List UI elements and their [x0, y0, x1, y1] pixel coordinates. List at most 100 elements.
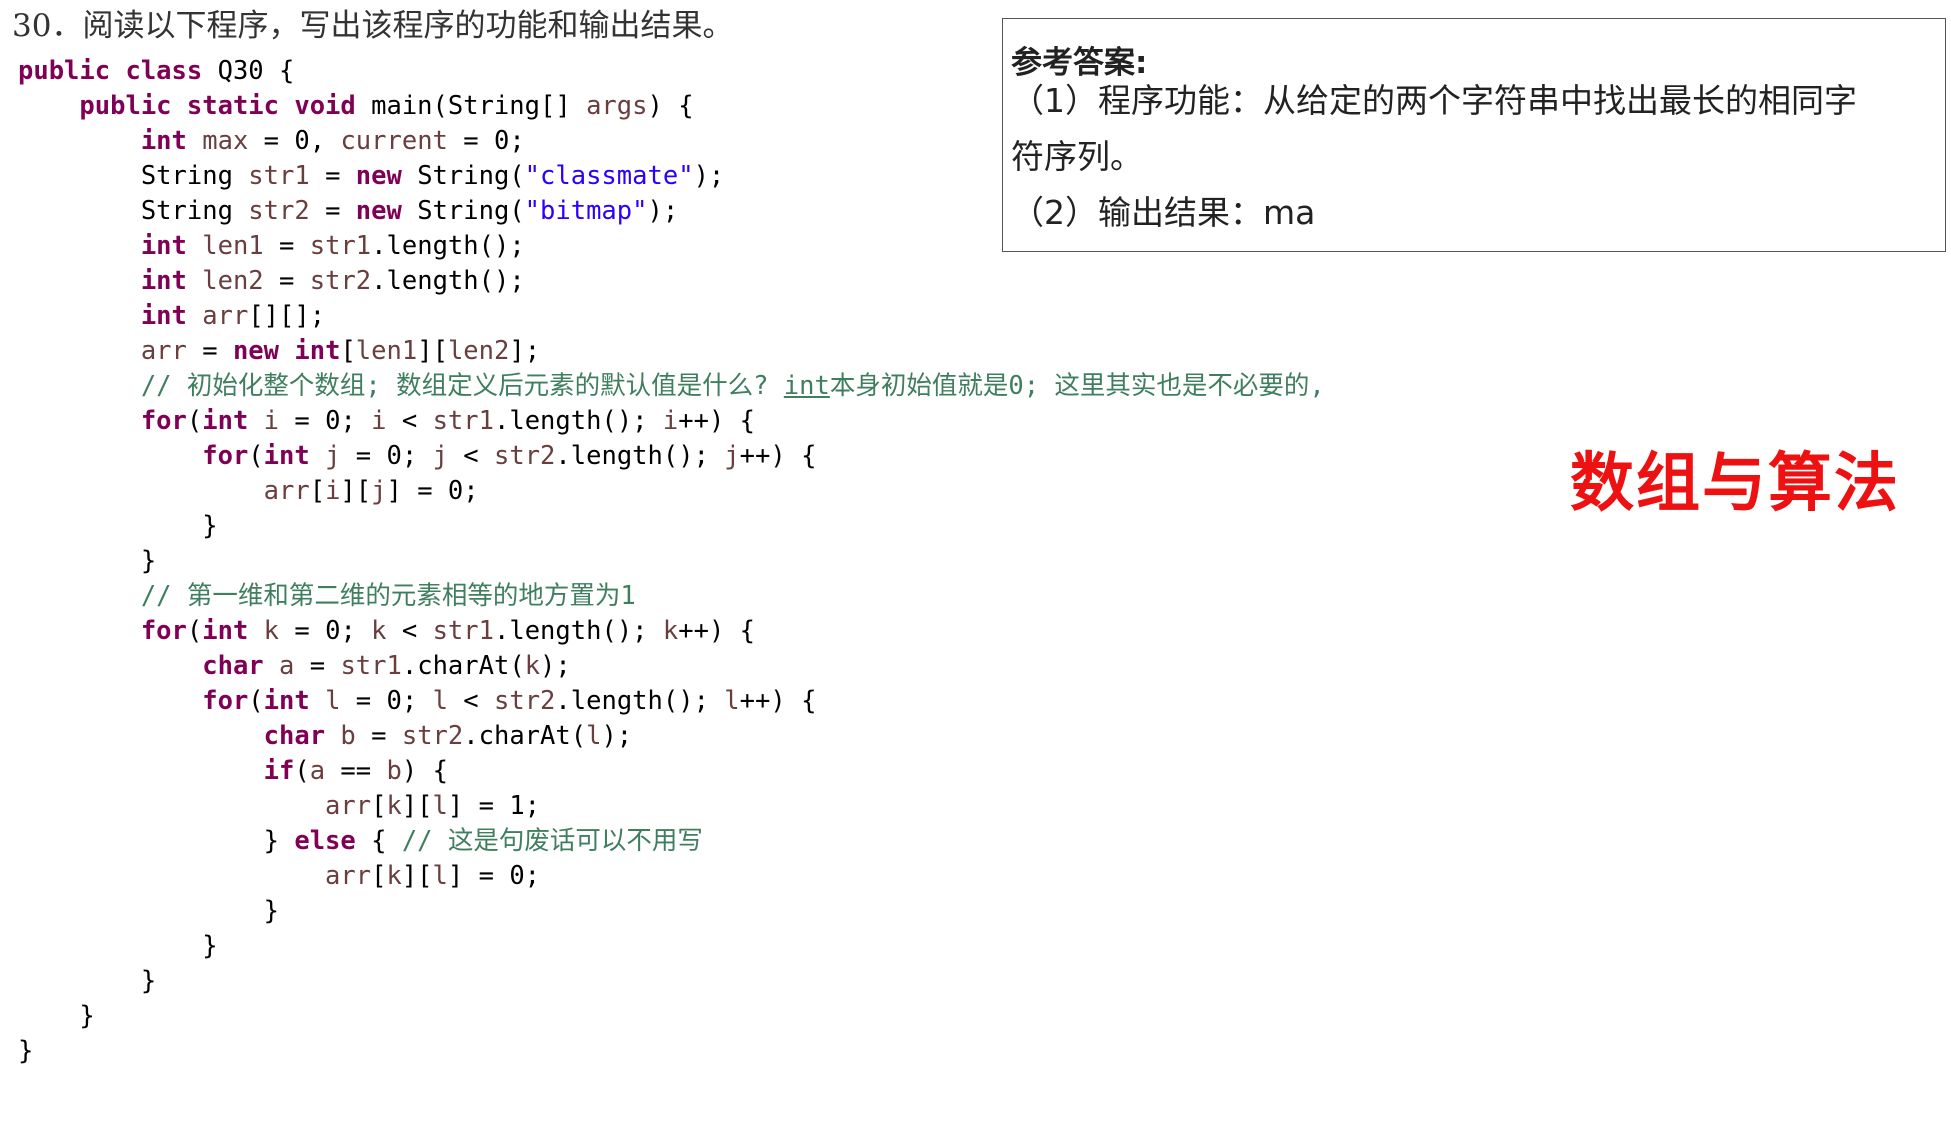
- code-text: }: [18, 1036, 34, 1066]
- code-keyword: new: [355, 161, 402, 191]
- code-text: =: [263, 231, 310, 261]
- code-line: }: [18, 509, 1325, 544]
- code-text: [18, 581, 141, 611]
- code-identifier: j: [325, 441, 341, 471]
- code-text: = 0;: [279, 616, 372, 646]
- code-keyword: for: [202, 686, 249, 716]
- code-identifier: arr: [140, 336, 187, 366]
- code-keyword: char: [263, 721, 326, 751]
- code-keyword: int: [140, 126, 187, 156]
- code-keyword: for: [140, 616, 187, 646]
- code-identifier: str1: [309, 231, 372, 261]
- code-line: char a = str1.charAt(k);: [18, 649, 1325, 684]
- question-text: 30．阅读以下程序，写出该程序的功能和输出结果。: [12, 8, 734, 44]
- code-identifier: str1: [432, 406, 494, 436]
- code-text: }: [18, 966, 157, 996]
- code-line: for(int j = 0; j < str2.length(); j++) {: [18, 439, 1325, 474]
- code-text: (: [186, 406, 203, 436]
- code-identifier: l: [586, 721, 602, 751]
- code-identifier: str1: [340, 651, 402, 681]
- code-identifier: i: [371, 406, 387, 436]
- code-identifier: k: [386, 791, 402, 821]
- code-identifier: k: [386, 861, 402, 891]
- code-text: <: [447, 686, 494, 716]
- code-line: }: [18, 999, 1325, 1034]
- code-identifier: args: [586, 91, 648, 121]
- code-text: }: [18, 511, 218, 541]
- code-text: =: [294, 651, 341, 681]
- code-identifier: str2: [401, 721, 464, 751]
- code-keyword: int: [202, 406, 249, 436]
- code-text: }: [18, 931, 218, 961]
- code-text: [18, 791, 325, 821]
- answer-function-line-2: 符序列。: [1011, 137, 1143, 176]
- code-keyword: int: [202, 616, 249, 646]
- code-line: arr[k][l] = 0;: [18, 859, 1325, 894]
- code-text: );: [540, 651, 571, 681]
- code-text: [264, 651, 279, 681]
- code-text: }: [18, 1001, 95, 1031]
- code-text: [18, 756, 264, 786]
- code-comment: 本身初始值就是0; 这里其实也是不必要的,: [829, 371, 1325, 401]
- code-text: [248, 406, 263, 436]
- code-line: if(a == b) {: [18, 754, 1325, 789]
- code-identifier: i: [662, 406, 679, 436]
- code-identifier: l: [724, 686, 740, 716]
- code-text: ++) {: [739, 441, 817, 471]
- code-text: =: [355, 721, 402, 751]
- code-line: }: [18, 929, 1325, 964]
- code-text: main(String[]: [355, 91, 587, 121]
- code-line: for(int i = 0; i < str1.length(); i++) {: [18, 404, 1325, 439]
- code-text: (: [248, 441, 264, 471]
- code-text: ) {: [647, 91, 694, 121]
- code-text: (: [294, 756, 310, 786]
- code-line: String str2 = new String("bitmap");: [18, 194, 1325, 229]
- code-text: }: [18, 546, 157, 576]
- code-text: String(: [401, 196, 525, 226]
- code-comment: // 这是句废话可以不用写: [401, 826, 703, 856]
- code-identifier: l: [325, 686, 341, 716]
- answer-title: 参考答案:: [1011, 45, 1148, 81]
- answer-function-line-1: （1）程序功能：从给定的两个字符串中找出最长的相同字: [1011, 81, 1857, 120]
- code-line: int arr[][];: [18, 299, 1325, 334]
- code-keyword: char: [202, 651, 264, 681]
- code-block: public class Q30 { public static void ma…: [18, 54, 1325, 1069]
- code-identifier: str2: [493, 441, 556, 471]
- code-keyword: new: [355, 196, 402, 226]
- code-identifier: str2: [493, 686, 556, 716]
- code-text: = 0;: [340, 686, 433, 716]
- code-text: (: [248, 686, 264, 716]
- code-text: String: [18, 161, 249, 191]
- code-text: ][: [401, 861, 433, 891]
- code-line: arr[k][l] = 1;: [18, 789, 1325, 824]
- code-text: [18, 406, 141, 436]
- code-identifier: arr: [202, 301, 249, 331]
- code-text: [310, 686, 325, 716]
- code-line: for(int k = 0; k < str1.length(); k++) {: [18, 614, 1325, 649]
- code-text: [18, 371, 141, 401]
- code-text: .charAt(: [463, 721, 587, 751]
- code-text: ][: [417, 336, 448, 366]
- code-identifier: str2: [248, 196, 310, 226]
- code-identifier: k: [524, 651, 541, 681]
- code-identifier: j: [371, 476, 387, 506]
- code-text: [18, 686, 202, 716]
- code-identifier: b: [340, 721, 356, 751]
- code-text: {: [355, 826, 402, 856]
- code-keyword: for: [202, 441, 249, 471]
- code-text: [: [340, 336, 356, 366]
- code-line: int max = 0, current = 0;: [18, 124, 1325, 159]
- code-text: [187, 126, 202, 156]
- code-keyword: for: [140, 406, 187, 436]
- answer-output-line: （2）输出结果：ma: [1011, 193, 1316, 232]
- code-text: }: [18, 826, 295, 856]
- code-identifier: k: [371, 616, 387, 646]
- code-text: [18, 301, 141, 331]
- code-text: <: [386, 406, 433, 436]
- code-identifier: arr: [263, 476, 310, 506]
- code-text: );: [601, 721, 633, 751]
- code-identifier: arr: [325, 861, 372, 891]
- code-text: [279, 336, 294, 366]
- code-identifier: i: [263, 406, 280, 436]
- code-text: =: [263, 266, 310, 296]
